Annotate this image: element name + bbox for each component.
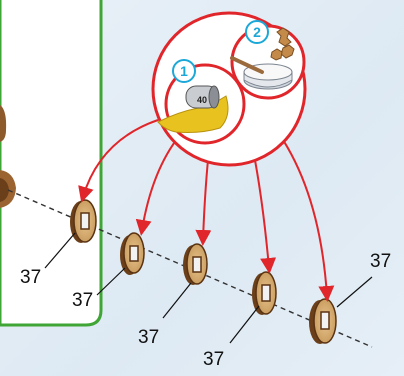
previous-step-panel bbox=[0, 0, 103, 327]
washer-5 bbox=[309, 298, 337, 344]
step-1-badge: 1 bbox=[172, 59, 196, 83]
assembled-wood-part bbox=[0, 105, 16, 208]
part-label-1: 37 bbox=[20, 267, 42, 288]
washer-4 bbox=[252, 271, 277, 315]
part-label-2: 37 bbox=[72, 290, 94, 311]
leader-lines bbox=[44, 232, 373, 344]
glue-bowl-icon bbox=[230, 27, 295, 90]
part-label-3: 37 bbox=[138, 327, 160, 348]
part-label-5: 37 bbox=[370, 251, 392, 272]
washer-3 bbox=[183, 243, 208, 285]
step-2-badge: 2 bbox=[245, 20, 269, 44]
washer-2 bbox=[120, 232, 145, 275]
grit-text: 40 bbox=[197, 95, 207, 105]
sandpaper-roll-icon: 40 bbox=[157, 85, 229, 133]
washer-1 bbox=[70, 199, 97, 243]
part-label-4: 37 bbox=[203, 349, 225, 370]
